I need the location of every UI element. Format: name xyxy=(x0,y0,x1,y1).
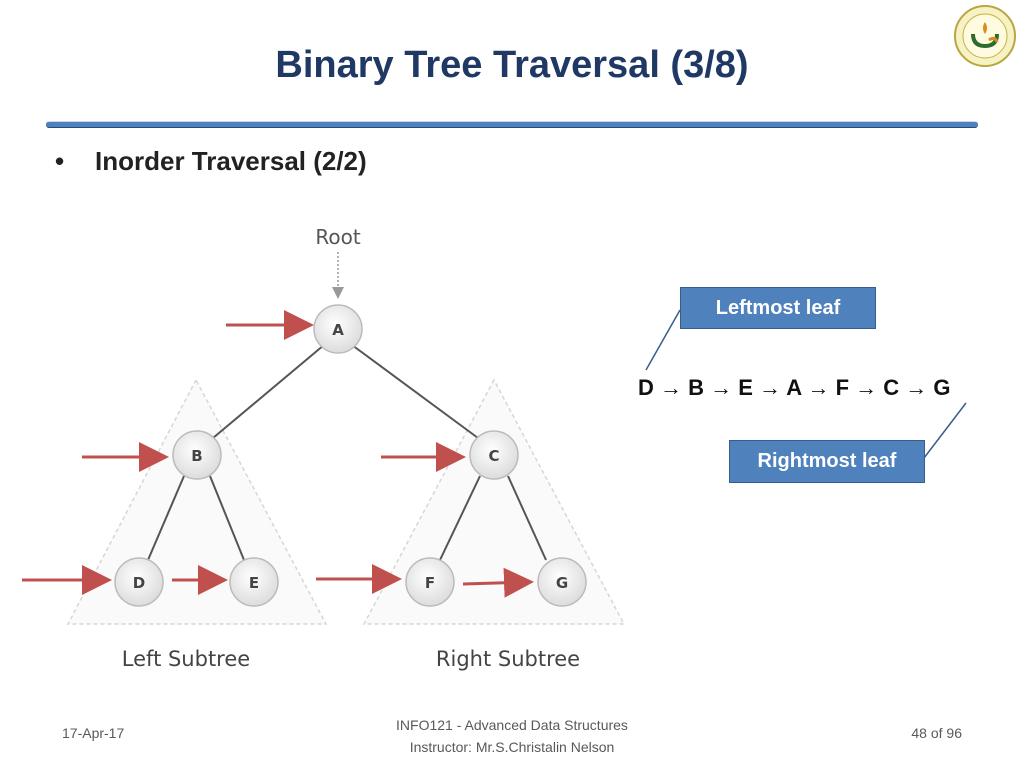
node-d-label: D xyxy=(133,574,145,592)
arrow-f-to-g xyxy=(462,567,534,598)
right-subtree-label: Right Subtree xyxy=(436,647,580,671)
footer-course: INFO121 - Advanced Data Structures Instr… xyxy=(312,714,712,758)
rightmost-leaf-callout: Rightmost leaf xyxy=(729,440,925,483)
node-g-label: G xyxy=(556,574,568,592)
title-divider xyxy=(46,121,978,128)
node-e-label: E xyxy=(249,574,259,592)
inorder-sequence: D → B → E → A → F → C → G xyxy=(638,375,951,400)
edge-c-f xyxy=(439,475,481,561)
footer-page-number: 48 of 96 xyxy=(911,725,962,741)
edge-a-c xyxy=(351,344,479,439)
leftmost-leaf-callout: Leftmost leaf xyxy=(680,287,876,329)
left-subtree-label: Left Subtree xyxy=(122,647,250,671)
footer-course-name: INFO121 - Advanced Data Structures xyxy=(396,717,628,733)
edge-b-d xyxy=(147,475,185,561)
node-f-label: F xyxy=(425,574,435,592)
edge-c-g xyxy=(507,475,547,561)
node-b-label: B xyxy=(191,447,202,465)
bullet-symbol: • xyxy=(55,146,65,176)
bullet-text: Inorder Traversal (2/2) xyxy=(95,146,367,176)
node-b: B xyxy=(172,430,222,480)
node-c: C xyxy=(469,430,519,480)
left-subtree-region xyxy=(66,378,328,625)
node-e: E xyxy=(229,557,279,607)
tree-edges xyxy=(147,344,547,561)
edge-b-e xyxy=(209,475,245,561)
edge-a-b xyxy=(212,344,325,439)
rightmost-connector xyxy=(923,402,967,459)
node-g: G xyxy=(537,557,587,607)
traversal-arrows xyxy=(22,310,534,598)
node-a-label: A xyxy=(332,321,344,339)
node-f: F xyxy=(405,557,455,607)
leftmost-connector xyxy=(645,309,681,371)
node-c-label: C xyxy=(488,447,499,465)
bullet-item: • Inorder Traversal (2/2) xyxy=(55,146,367,177)
node-a: A xyxy=(313,304,363,354)
node-d: D xyxy=(114,557,164,607)
footer-instructor: Instructor: Mr.S.Christalin Nelson xyxy=(409,739,615,755)
footer-date: 17-Apr-17 xyxy=(62,725,125,741)
root-label: Root xyxy=(315,225,360,249)
slide-title: Binary Tree Traversal (3/8) xyxy=(275,44,749,86)
university-logo xyxy=(954,5,1016,67)
